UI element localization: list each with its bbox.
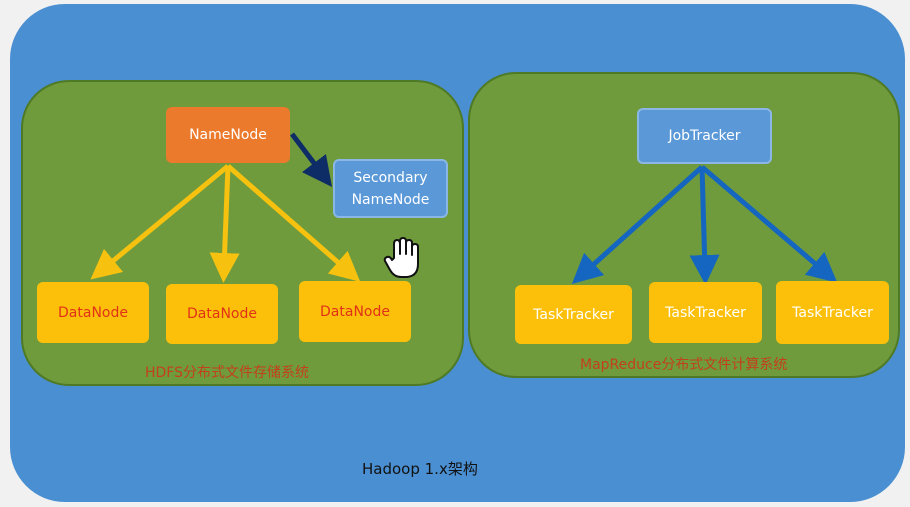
secondary-namenode-box: Secondary NameNode [333, 159, 448, 218]
hdfs-caption: HDFS分布式文件存储系统 [145, 365, 310, 381]
mapreduce-caption: MapReduce分布式文件计算系统 [580, 357, 788, 373]
jobtracker-box: JobTracker [637, 108, 772, 164]
arrow-namenode-secondary [290, 132, 333, 187]
tasktracker-box-3: TaskTracker [776, 281, 889, 344]
diagram-title: Hadoop 1.x架构 [362, 460, 478, 478]
tasktracker-box-2: TaskTracker [649, 282, 762, 343]
secondary-namenode-line1: Secondary [353, 169, 428, 186]
datanode-box-3: DataNode [299, 281, 411, 342]
datanode-box-2: DataNode [166, 284, 278, 344]
arrow-jobtracker-tasktracker-3 [700, 165, 838, 283]
arrow-jobtracker-tasktracker-1 [571, 165, 704, 285]
secondary-namenode-line2: NameNode [351, 191, 430, 208]
arrow-namenode-datanode-3 [226, 164, 361, 282]
arrow-namenode-datanode-2 [209, 165, 240, 283]
arrow-namenode-datanode-1 [90, 164, 230, 280]
tasktracker-box-1: TaskTracker [515, 285, 632, 344]
namenode-box: NameNode [166, 107, 290, 163]
arrow-jobtracker-tasktracker-2 [689, 166, 720, 285]
datanode-box-1: DataNode [37, 282, 149, 343]
hand-cursor-icon [383, 237, 419, 278]
